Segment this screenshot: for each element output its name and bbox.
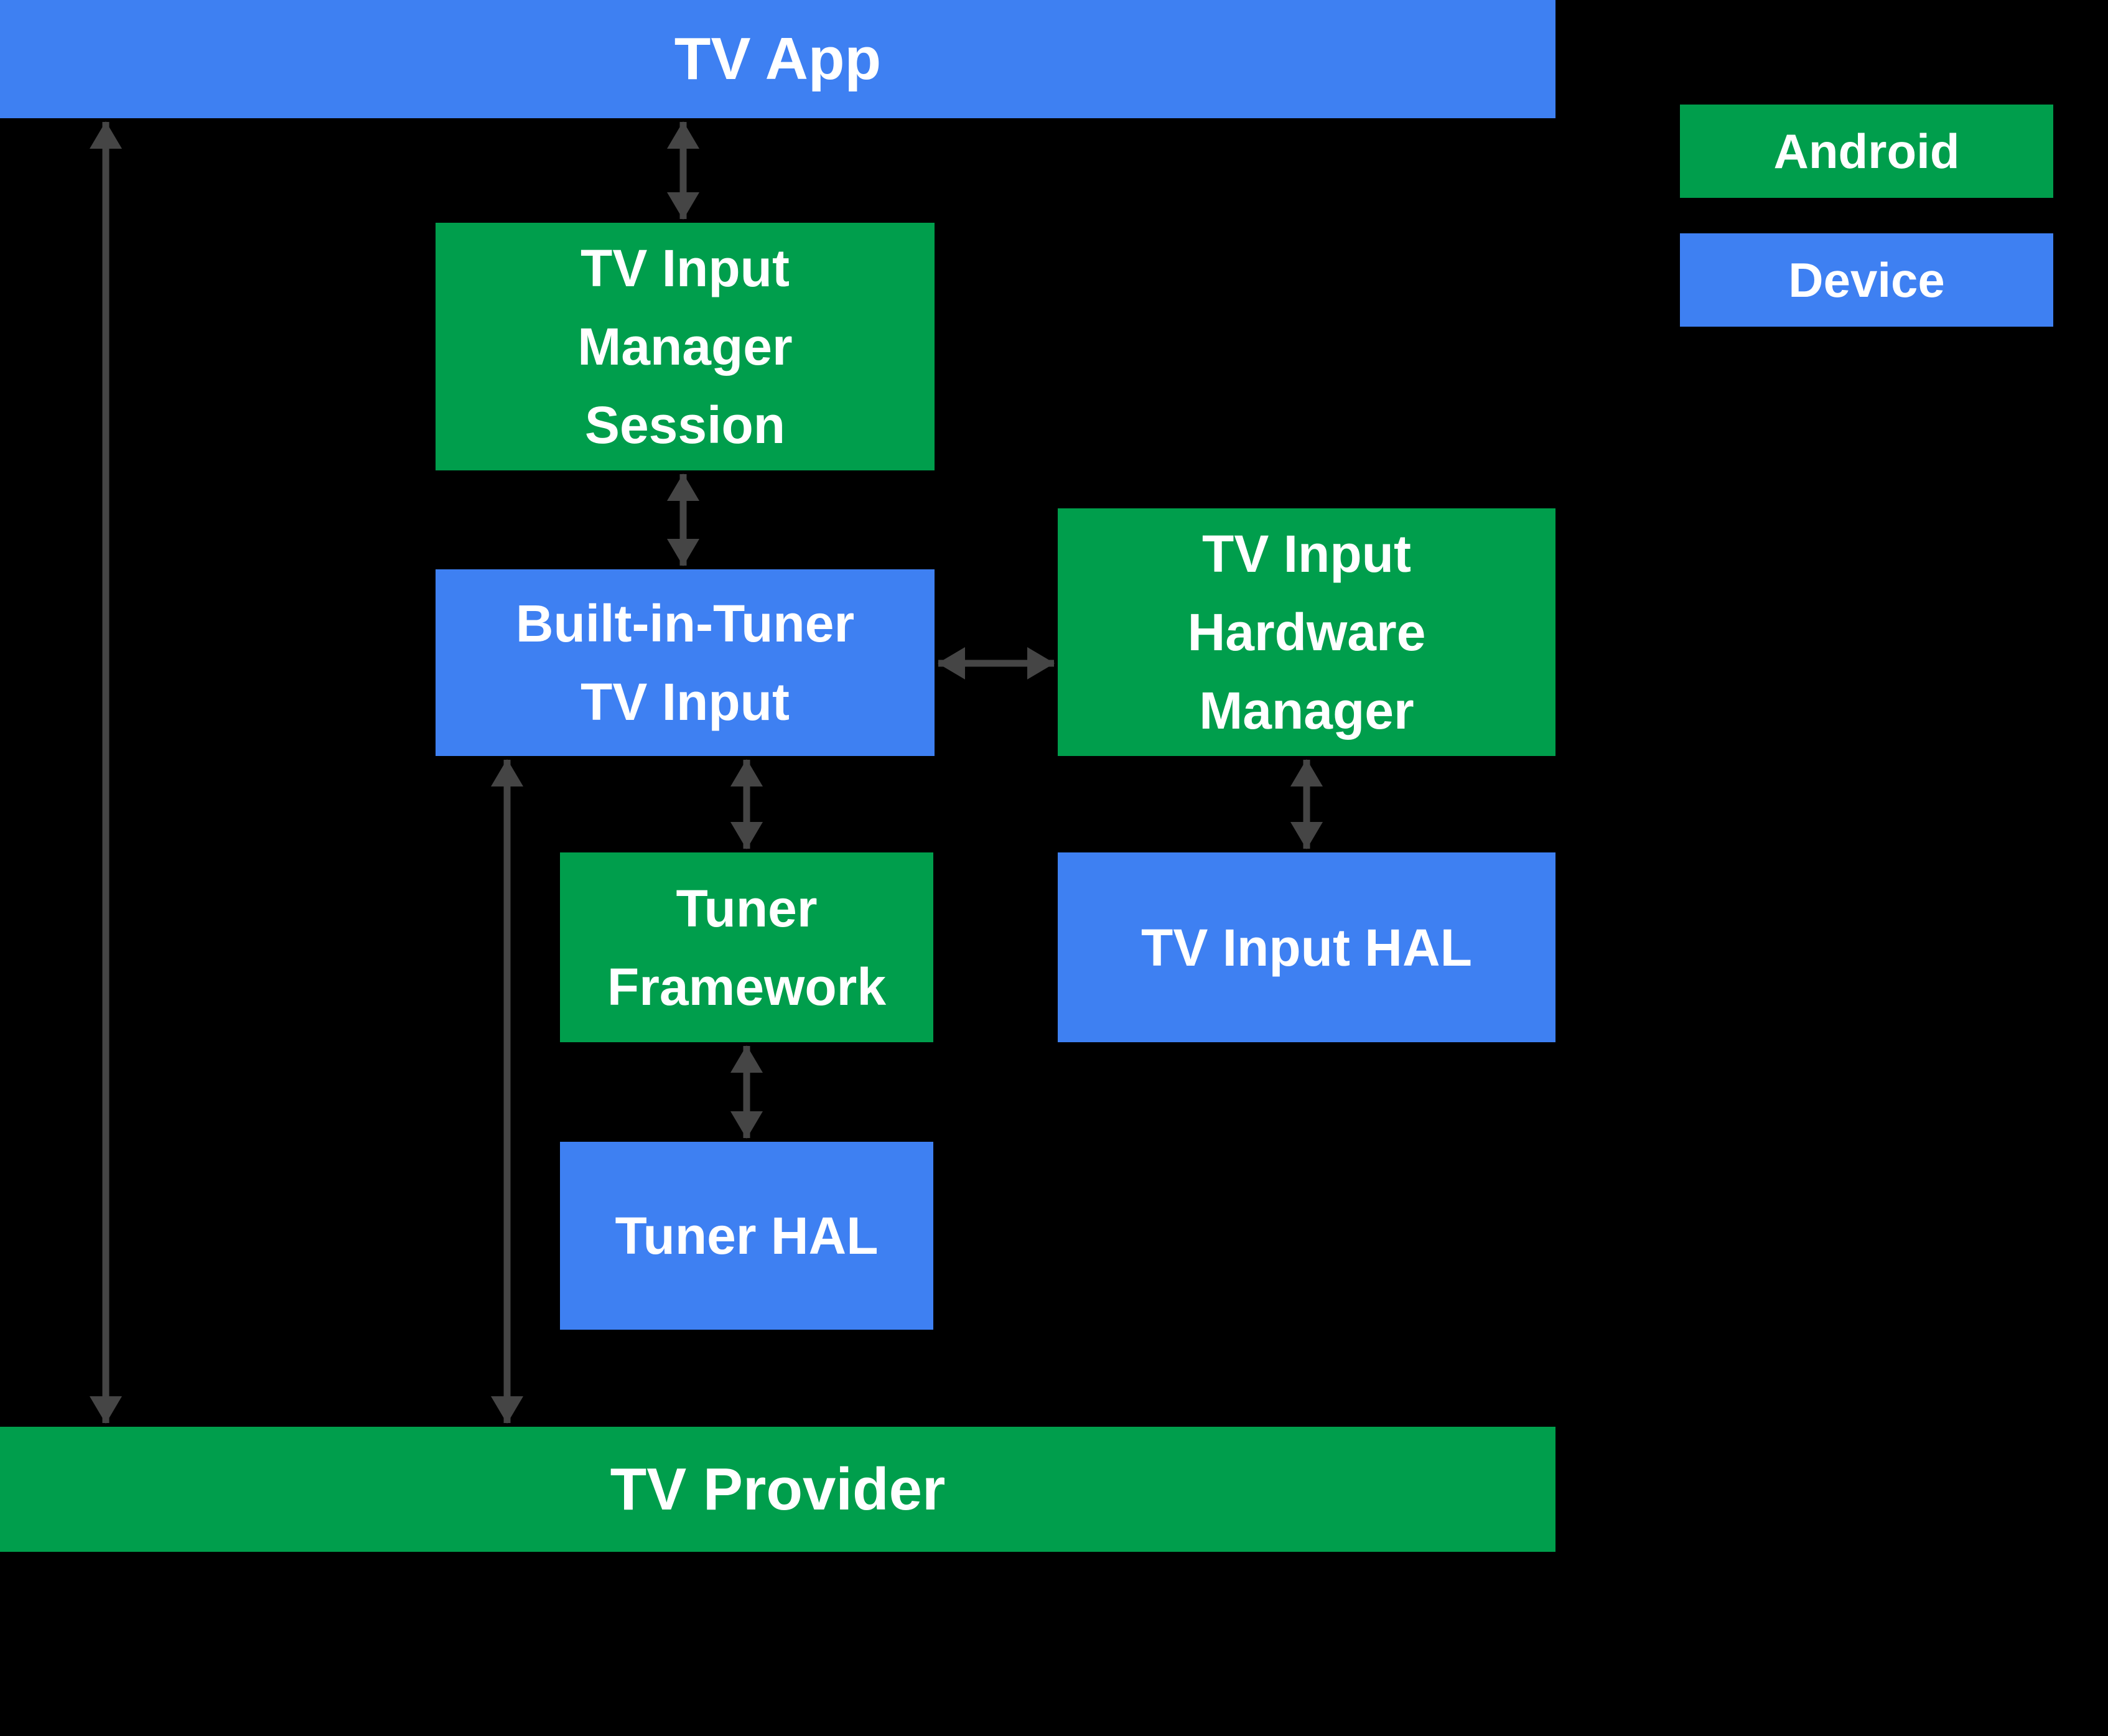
- legend-device-label: Device: [1788, 252, 1945, 307]
- node-tv-provider: TV Provider: [0, 1427, 1555, 1552]
- node-tv-provider-label: TV Provider: [610, 1455, 946, 1523]
- node-tv-input-hal-label: TV Input HAL: [1141, 918, 1472, 977]
- legend-item-device: Device: [1680, 233, 2053, 327]
- legend-item-android: Android: [1680, 105, 2053, 198]
- node-tuner-hal-label: Tuner HAL: [615, 1206, 879, 1265]
- node-tuner-hal: Tuner HAL: [560, 1142, 933, 1330]
- node-tuner-framework: Tuner Framework: [560, 852, 933, 1042]
- node-tuner-framework-label: Tuner Framework: [607, 879, 887, 1016]
- legend-android-label: Android: [1773, 123, 1960, 179]
- node-tv-input-hardware-manager: TV Input Hardware Manager: [1058, 508, 1555, 756]
- node-tv-input-hardware-manager-label: TV Input Hardware Manager: [1187, 525, 1426, 740]
- node-tv-input-manager-session: TV Input Manager Session: [436, 223, 935, 470]
- node-tv-input-hal: TV Input HAL: [1058, 852, 1555, 1042]
- node-built-in-tuner-tv-input-label: Built-in-Tuner TV Input: [515, 594, 855, 731]
- node-tv-app-label: TV App: [674, 26, 882, 92]
- node-tv-input-manager-session-label: TV Input Manager Session: [577, 239, 793, 454]
- node-built-in-tuner-tv-input: Built-in-Tuner TV Input: [436, 569, 935, 756]
- node-tv-app: TV App: [0, 0, 1555, 118]
